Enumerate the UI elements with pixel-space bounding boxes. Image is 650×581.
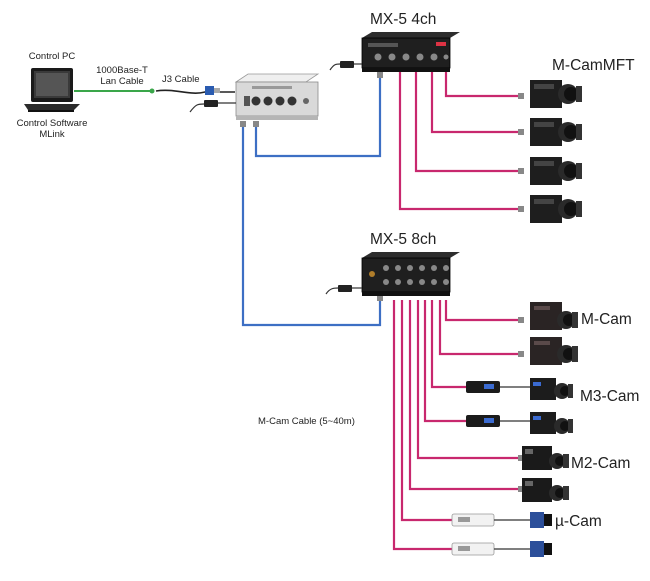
ucam-label: µ-Cam — [555, 513, 602, 530]
mcam-label: M-Cam — [581, 311, 632, 328]
mcam-mft-label: M-CamMFT — [552, 57, 635, 74]
ucam-camera-icon — [530, 512, 552, 528]
j3-cable-label: J3 Cable — [162, 74, 200, 85]
mcam-mft-camera-icon — [530, 118, 582, 146]
m3cam-label: M3-Cam — [580, 388, 640, 405]
control-software-label-line1: Control Software — [16, 118, 88, 129]
mcam-mft-camera-icon — [530, 195, 582, 223]
ucam-camera-icon — [530, 541, 552, 557]
mx5-4ch-device-icon — [361, 32, 460, 72]
cable-plugs — [240, 72, 524, 492]
mx5-4ch-camera-cables — [398, 72, 522, 211]
mx5-8ch-device-icon — [361, 252, 460, 296]
mx5-8ch-camera-cables — [392, 300, 522, 551]
m2cam-camera-icon — [522, 446, 569, 470]
hub-to-mx5-8ch-cable — [241, 126, 382, 327]
control-software-label-line2: MLink — [39, 129, 65, 140]
hub-power-adapter-icon — [189, 100, 236, 113]
mx5-8ch-power-adapter-icon — [325, 285, 362, 295]
mx5-4ch-power-adapter-icon — [329, 61, 362, 71]
ucam-head-unit-icon — [451, 542, 495, 556]
lan-cable-label-line1: 1000Base-T — [96, 65, 148, 76]
j3-connector — [205, 86, 214, 95]
j3-cable — [155, 89, 235, 94]
mx5-8ch-label: MX-5 8ch — [370, 231, 437, 248]
m3cam-camera-icon — [530, 378, 573, 400]
m2cam-label: M2-Cam — [571, 455, 631, 472]
m2cam-camera-icon — [522, 478, 569, 502]
hub-to-mx5-4ch-cable — [254, 72, 382, 158]
network-cables — [241, 72, 382, 327]
mcam-camera-icon — [530, 302, 578, 330]
m3cam-head-unit-icon — [466, 381, 500, 393]
laptop-icon — [24, 68, 80, 112]
mcam-camera-icon — [530, 337, 578, 365]
mx5-4ch-label: MX-5 4ch — [370, 11, 437, 28]
hub-device-icon — [234, 73, 320, 120]
control-pc-label: Control PC — [28, 51, 76, 62]
m3cam-camera-icon — [530, 412, 573, 434]
mcam-cable-label: M-Cam Cable (5~40m) — [258, 416, 355, 427]
ucam-head-unit-icon — [451, 513, 495, 527]
lan-cable-plug — [149, 88, 155, 94]
lan-cable-label-line2: Lan Cable — [100, 76, 144, 87]
m3cam-head-unit-icon — [466, 415, 500, 427]
mcam-mft-camera-icon — [530, 157, 582, 185]
mcam-mft-camera-icon — [530, 80, 582, 108]
